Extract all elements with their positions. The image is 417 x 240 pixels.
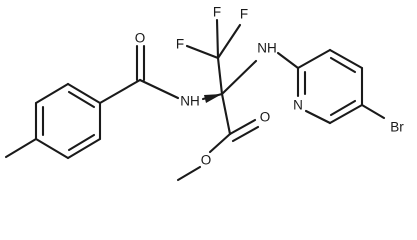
bond-ring1-b: [34, 82, 70, 105]
bond-ester-co-1: [228, 118, 257, 136]
bond-nh2-py: [276, 51, 300, 70]
atom-o-ester: O: [201, 153, 212, 168]
atom-f-top: F: [213, 5, 221, 20]
bond-cq-ester: [220, 92, 232, 136]
atom-o-carbonyl: O: [260, 110, 271, 125]
bond-py-br: [360, 103, 386, 120]
atom-labels: O NH F F F NH N Br O O: [135, 5, 405, 168]
atom-n-pyridine: N: [293, 98, 303, 113]
bond-lines: [4, 18, 386, 182]
bond-ester-co-single: [208, 132, 232, 154]
bond-ester-co-2: [231, 125, 260, 143]
bond-cq-nh2: [220, 59, 258, 96]
bond-ring1-f: [34, 137, 70, 160]
bond-cf3-cq: [216, 56, 224, 96]
bond-cf-left: [185, 44, 220, 60]
atom-o-amide: O: [135, 31, 146, 46]
bond-cf-top: [215, 18, 220, 60]
bond-py-b-inner: [329, 56, 357, 74]
bond-ring1-c: [66, 82, 102, 105]
chemical-structure: O NH F F F NH N Br O O: [4, 5, 405, 182]
atom-f-left: F: [176, 37, 184, 52]
bond-methyl: [4, 137, 38, 159]
bond-cf-right: [216, 23, 242, 60]
bond-ester-methyl: [176, 165, 202, 182]
bond-ring1-e-inner: [67, 133, 96, 152]
bond-py-a: [296, 48, 332, 70]
bond-py-e: [304, 109, 332, 125]
bond-amide-cn: [138, 78, 180, 100]
atom-nh-amide: NH: [180, 94, 200, 109]
wedge-bond: [204, 94, 222, 103]
atom-br: Br: [390, 120, 404, 135]
bond-py-d: [328, 103, 364, 125]
bond-py-d-inner: [329, 99, 357, 117]
bond-ring1-e: [66, 137, 102, 160]
bond-py-b: [328, 48, 364, 70]
bond-ring1-c-inner: [67, 90, 96, 109]
atom-nh-amine: NH: [257, 41, 277, 56]
atom-f-right: F: [240, 7, 248, 22]
bond-ring-carbonyl: [98, 78, 142, 105]
